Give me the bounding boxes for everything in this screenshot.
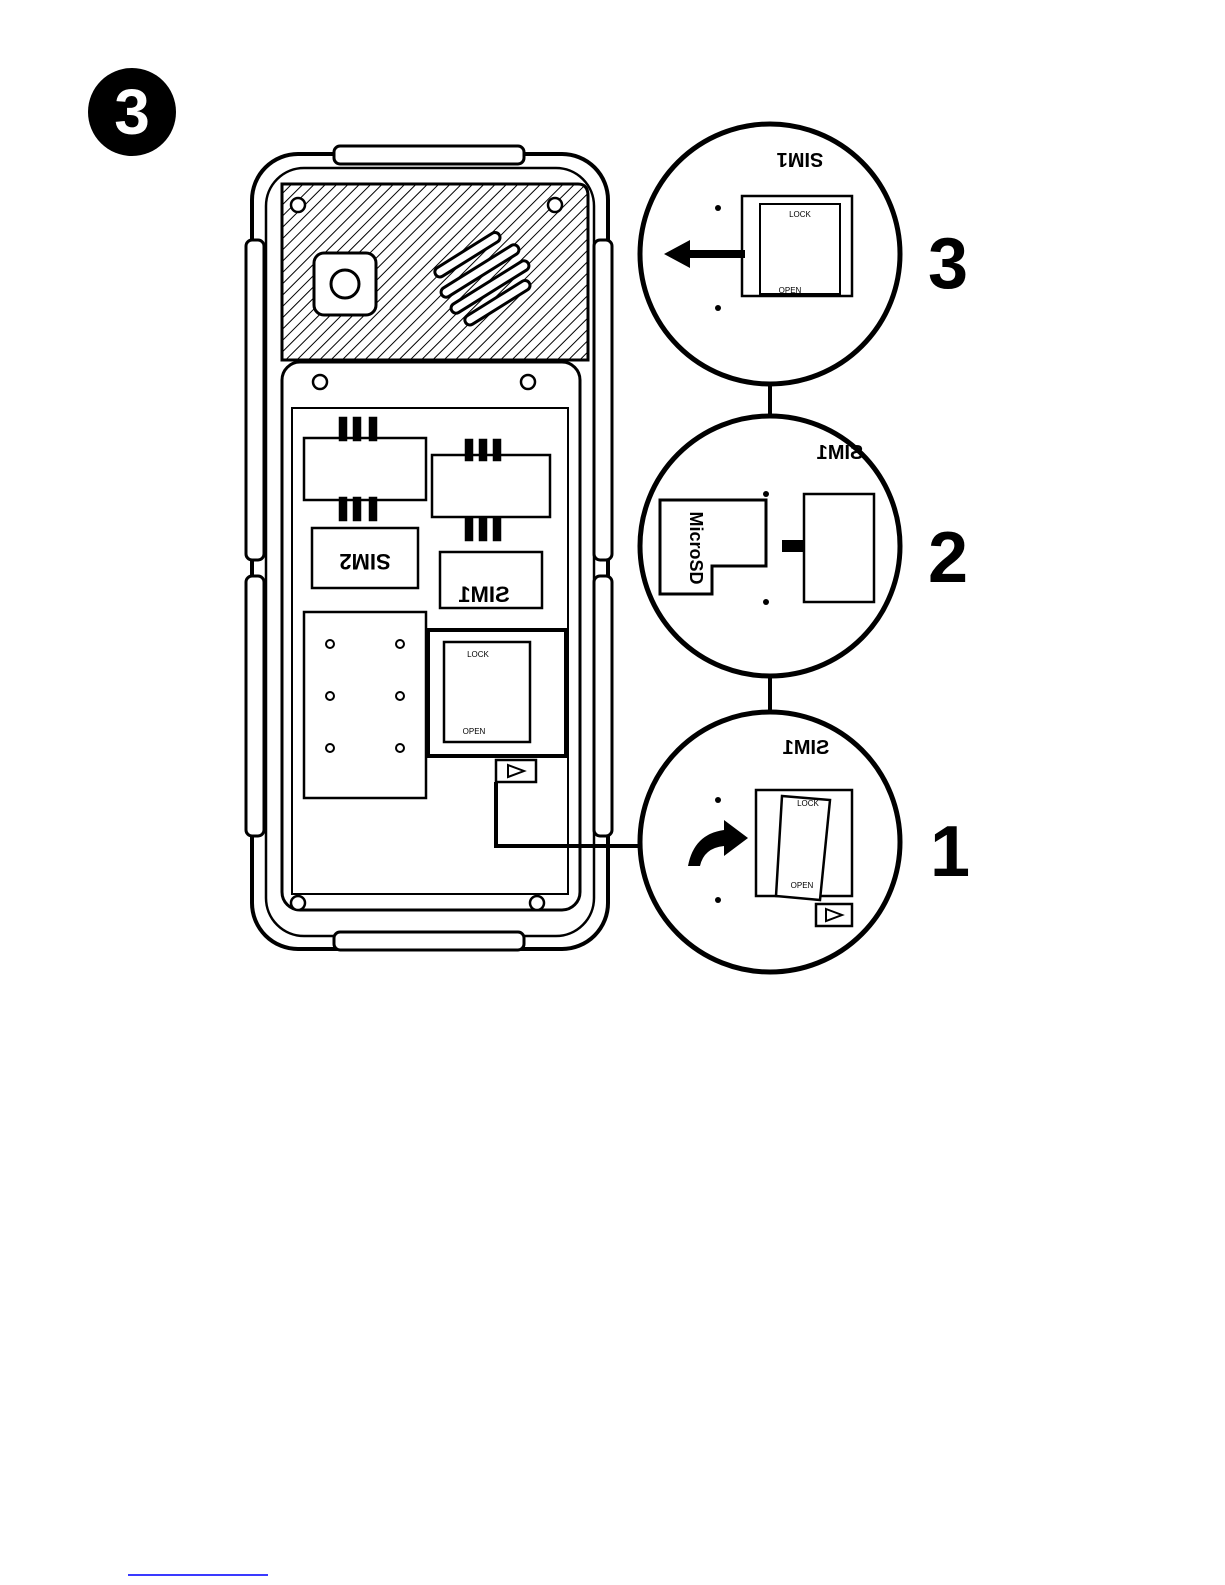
sim2-label: SIM2 xyxy=(339,549,390,574)
open-label-3: OPEN xyxy=(779,286,802,295)
substep-2-number: 2 xyxy=(928,522,968,594)
sim1-label: SIM1 xyxy=(458,582,509,607)
microsd-label: MicroSD xyxy=(686,511,706,584)
sim1-label-2: SIM1 xyxy=(817,442,864,464)
detail-step-3: LOCK OPEN SIM1 xyxy=(640,124,900,384)
phone-back: SIM2 SIM1 LOCK OPEN xyxy=(246,146,648,950)
detail-step-2: MicroSD SIM1 xyxy=(640,416,900,676)
substep-1-number: 1 xyxy=(930,816,970,888)
detail-step-1: LOCK OPEN SIM1 xyxy=(640,712,900,972)
lock-label-3: LOCK xyxy=(789,210,811,219)
sim1-label-3: SIM1 xyxy=(777,148,824,170)
open-label-main: OPEN xyxy=(463,727,486,736)
substep-3-number: 3 xyxy=(928,228,968,300)
lock-label-main: LOCK xyxy=(467,650,489,659)
sim1-label-1: SIM1 xyxy=(783,737,830,759)
open-label-1: OPEN xyxy=(791,881,814,890)
footer-link-line xyxy=(128,1574,268,1576)
lock-label-1: LOCK xyxy=(797,799,819,808)
